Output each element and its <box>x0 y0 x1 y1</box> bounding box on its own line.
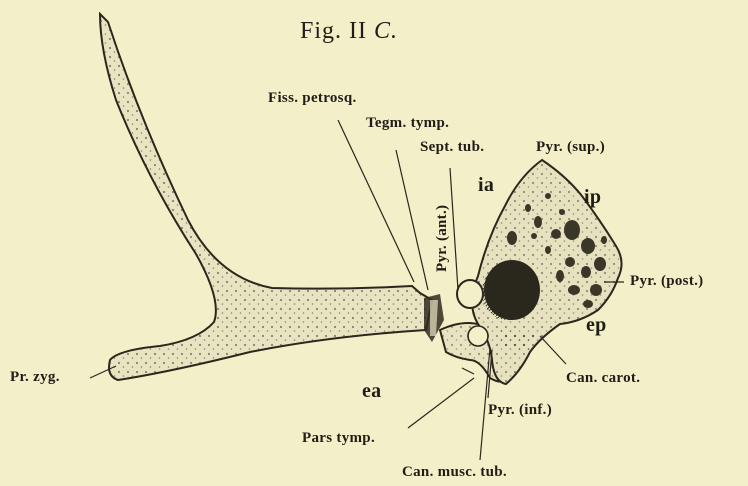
label-sept-tub: Sept. tub. <box>420 139 484 156</box>
label-tegm-tymp: Tegm. tymp. <box>366 115 449 132</box>
label-ip: ip <box>584 186 601 209</box>
label-pr-zyg: Pr. zyg. <box>10 369 60 386</box>
label-can-carot: Can. carot. <box>566 370 640 387</box>
tube-opening <box>457 280 483 308</box>
figure-title-main: Fig. II <box>300 18 367 44</box>
label-fiss-petrosq: Fiss. petrosq. <box>268 90 357 107</box>
figure-title-letter: C. <box>374 18 398 44</box>
label-pyr-inf: Pyr. (inf.) <box>488 402 552 419</box>
label-pyr-post: Pyr. (post.) <box>630 273 703 290</box>
label-pyr-ant: Pyr. (ant.) <box>434 205 451 272</box>
label-pars-tymp: Pars tymp. <box>302 430 375 447</box>
label-ea: ea <box>362 380 381 403</box>
figure-title: Fig. II C. <box>300 18 398 45</box>
label-ia: ia <box>478 174 494 197</box>
label-can-musc-tub: Can. musc. tub. <box>402 464 507 481</box>
label-pyr-sup: Pyr. (sup.) <box>536 139 605 156</box>
label-ep: ep <box>586 314 607 337</box>
